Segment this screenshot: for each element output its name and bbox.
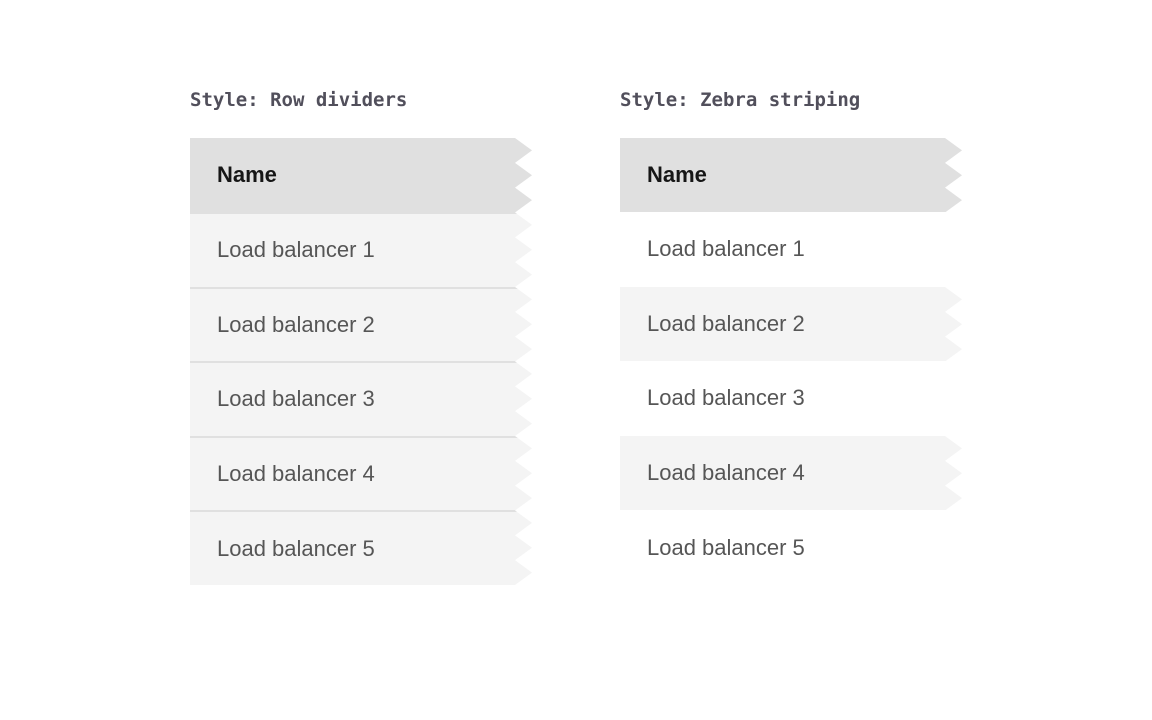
table-row: Load balancer 4 bbox=[190, 435, 532, 511]
table-row: Load balancer 4 bbox=[620, 435, 962, 511]
torn-paper-tab-top bbox=[471, 102, 533, 138]
table-row: Load balancer 5 bbox=[620, 510, 962, 585]
data-table-zebra-striping: Name Load balancer 1 Load balancer 2 Loa… bbox=[620, 138, 962, 585]
table-cell: Load balancer 3 bbox=[217, 386, 375, 412]
table-row: Load balancer 1 bbox=[190, 212, 532, 287]
table-row: Load balancer 2 bbox=[620, 286, 962, 362]
torn-paper-tab-bottom bbox=[485, 585, 533, 648]
column-header-name: Name bbox=[647, 162, 707, 187]
table-cell: Load balancer 5 bbox=[217, 535, 375, 561]
table-header-row: Name bbox=[190, 138, 532, 212]
table-row: Load balancer 5 bbox=[190, 510, 532, 585]
table-cell: Load balancer 3 bbox=[647, 385, 805, 411]
table-row: Load balancer 1 bbox=[620, 212, 962, 287]
example-row-dividers: Style: Row dividers Name Load balancer 1… bbox=[190, 91, 533, 648]
table-row: Load balancer 3 bbox=[190, 361, 532, 436]
table-cell: Load balancer 2 bbox=[647, 310, 805, 336]
table-cell: Load balancer 5 bbox=[647, 534, 805, 560]
table-cell: Load balancer 1 bbox=[217, 237, 375, 263]
style-caption-row-dividers: Style: Row dividers bbox=[190, 89, 408, 111]
table-row: Load balancer 3 bbox=[620, 361, 962, 436]
style-caption-zebra-striping: Style: Zebra striping bbox=[620, 89, 861, 111]
table-cell: Load balancer 1 bbox=[647, 236, 805, 262]
table-row: Load balancer 2 bbox=[190, 286, 532, 362]
table-cell: Load balancer 4 bbox=[217, 461, 375, 487]
column-header-name: Name bbox=[217, 162, 277, 187]
example-zebra-striping: Style: Zebra striping Name Load balancer… bbox=[620, 91, 963, 648]
table-cell: Load balancer 4 bbox=[647, 460, 805, 486]
table-cell: Load balancer 2 bbox=[217, 311, 375, 337]
data-table-row-dividers: Name Load balancer 1 Load balancer 2 Loa… bbox=[190, 138, 532, 585]
table-header-row: Name bbox=[620, 138, 962, 212]
torn-paper-tab-bottom bbox=[915, 585, 963, 648]
